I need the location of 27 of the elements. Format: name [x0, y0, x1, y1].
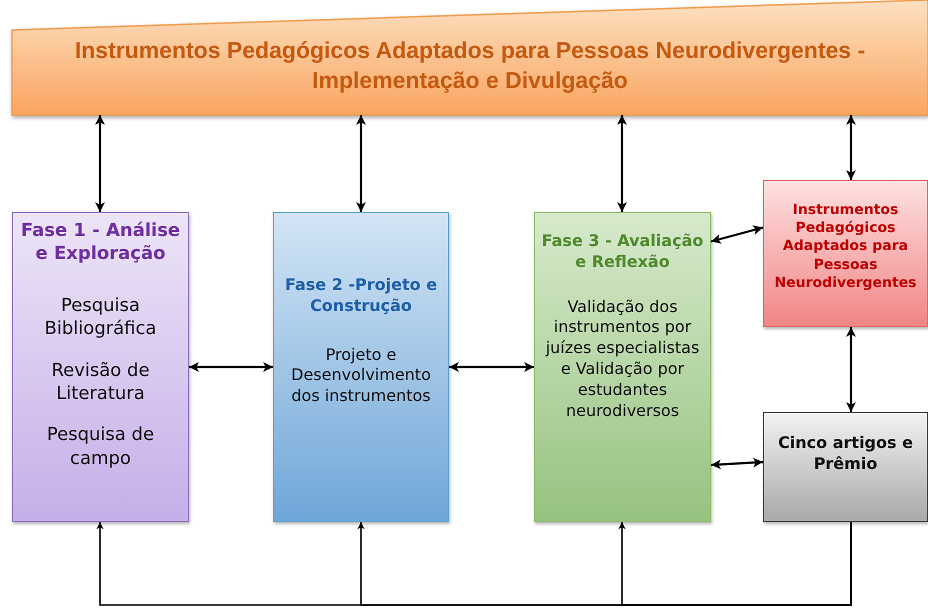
- banner-text: Instrumentos Pedagógicos Adaptados para Pessoas Neurodivergentes - Implementação e Divulgação: [74, 36, 866, 95]
- arrow: [95, 115, 105, 212]
- box-text: Instrumentos Pedagógicos Adaptados para Pessoas Neurodivergentes: [773, 201, 918, 292]
- phase-box: [12, 212, 189, 522]
- arrow: [189, 362, 273, 372]
- box-text: Cinco artigos e Prêmio: [777, 433, 914, 475]
- title-banner: [12, 0, 928, 115]
- phase-box: [534, 212, 711, 522]
- result-box: [763, 412, 928, 522]
- arrow: [710, 225, 764, 244]
- phase-heading: Fase 3 - Avaliação e Reflexão: [541, 231, 704, 273]
- phase-heading: Fase 1 - Análise e Exploração: [20, 219, 182, 266]
- activity-text: Projeto e Desenvolvimento dos instrumentos: [290, 344, 432, 407]
- arrow: [449, 362, 534, 372]
- activity-text: Revisão de Literatura: [50, 358, 151, 406]
- arrow: [618, 522, 852, 606]
- arrow: [356, 115, 366, 212]
- activity-text: Pesquisa Bibliográfica: [44, 294, 158, 341]
- activity-text: Pesquisa de campo: [46, 423, 156, 470]
- arrow: [710, 458, 764, 470]
- activity-text: Validação dos instrumentos por juízes especialistas e Validação por estudantes neurodiversos: [544, 296, 700, 422]
- arrow: [846, 115, 856, 180]
- phase-heading: Fase 2 -Projeto e Construção: [284, 275, 438, 317]
- arrow: [846, 327, 856, 412]
- arrow: [617, 115, 627, 212]
- phase-box: [273, 212, 449, 522]
- output-box: [763, 180, 928, 327]
